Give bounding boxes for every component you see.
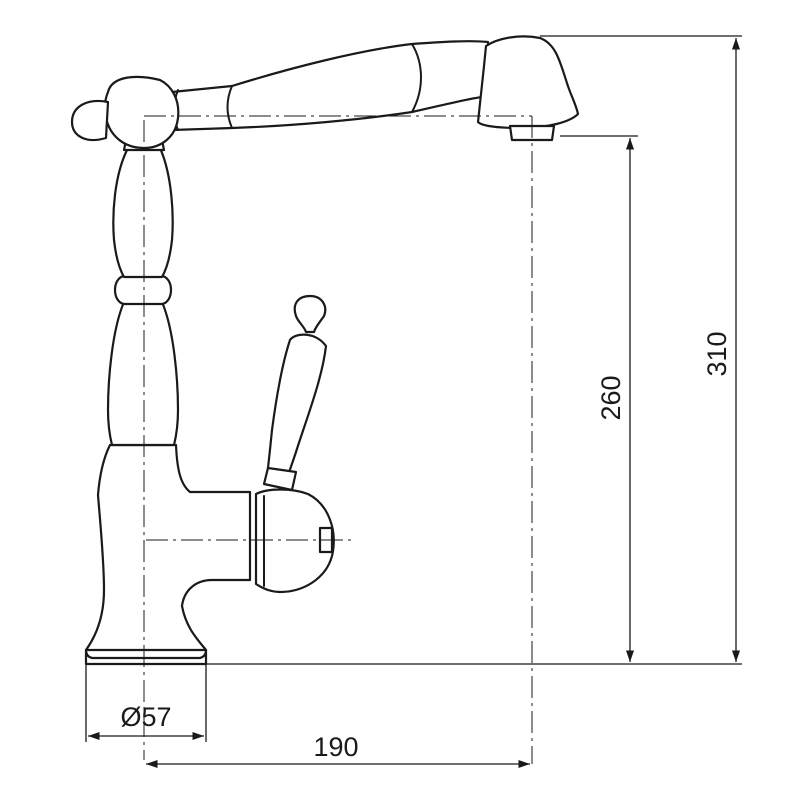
extension-lines — [85, 35, 742, 742]
column-lower — [106, 300, 180, 447]
centerlines — [143, 115, 533, 764]
handle-band-mid — [226, 85, 233, 129]
dim-190-label: 190 — [313, 732, 358, 762]
dimension-260: 260 — [596, 138, 635, 662]
base-ring — [84, 648, 208, 666]
lever-handle — [254, 294, 335, 594]
lever-collar — [262, 466, 298, 492]
column-upper — [112, 146, 174, 279]
swivel-head — [103, 75, 180, 150]
lever-housing — [254, 488, 335, 594]
dim-diameter-label: Ø57 — [120, 702, 171, 732]
faucet-body — [84, 138, 252, 666]
spout-assembly — [70, 35, 580, 150]
handshower-bell — [476, 35, 580, 130]
dimension-190: 190 — [146, 732, 530, 769]
cap-knob — [70, 99, 110, 142]
dimension-310: 310 — [702, 38, 741, 662]
lever-knob — [293, 294, 327, 334]
dimension-diameter: Ø57 — [88, 702, 204, 741]
handle-band-right — [411, 43, 422, 113]
spout-handle — [170, 40, 492, 132]
dim-310-label: 310 — [702, 331, 732, 376]
column-bead — [113, 274, 173, 306]
lever-grip — [264, 333, 328, 490]
body-shell — [84, 443, 252, 652]
dim-260-label: 260 — [596, 375, 626, 420]
